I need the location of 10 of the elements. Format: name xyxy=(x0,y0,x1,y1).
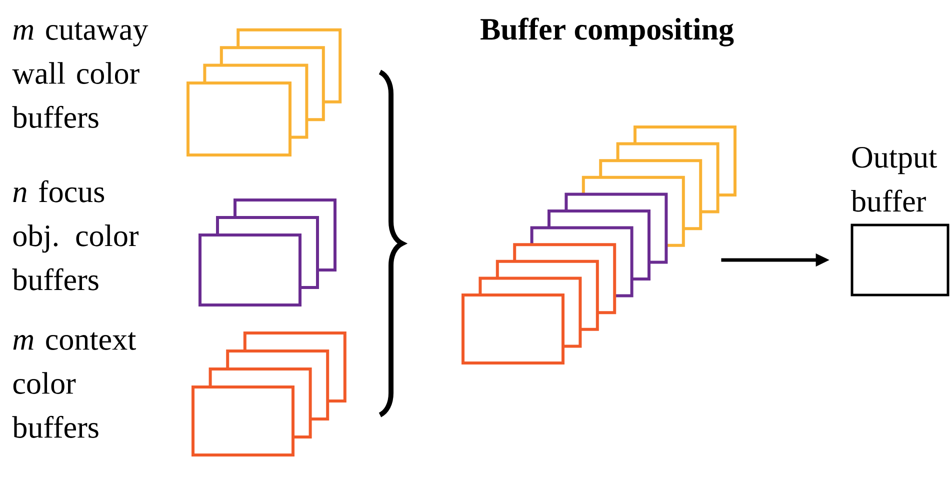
node-label: Output buffer xyxy=(851,146,937,212)
title: Buffer compositing xyxy=(480,18,734,46)
stack-label: m cutaway wall color buffers xyxy=(12,22,148,128)
stack-label: m context color buffers xyxy=(12,332,136,438)
buffer-stack xyxy=(192,332,346,456)
buffer-stack xyxy=(198,198,336,306)
buffer-stack xyxy=(462,126,736,364)
buffer-stack xyxy=(186,28,342,156)
output-box: Output buffer xyxy=(850,146,950,296)
stack-label: n focus obj. color buffers xyxy=(12,180,138,290)
